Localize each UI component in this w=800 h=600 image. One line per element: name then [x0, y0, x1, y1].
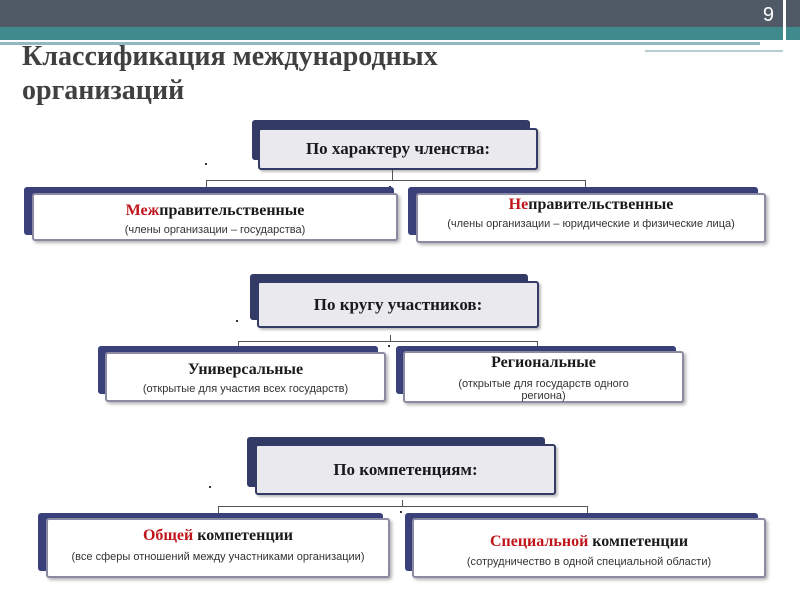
top-banner	[0, 0, 800, 27]
category-title: Общей компетенции	[142, 527, 294, 544]
top-teal-stripe	[0, 27, 800, 40]
divider-line	[0, 42, 760, 45]
dot	[388, 345, 390, 347]
connector	[238, 341, 538, 342]
category-special-competence: Специальной компетенции (сотрудничество …	[412, 518, 766, 578]
connector	[402, 500, 403, 506]
connector	[218, 506, 588, 507]
right-accent-line	[783, 0, 786, 60]
category-title: Неправительственные	[508, 196, 674, 213]
category-note: (сотрудничество в одной специальной обла…	[466, 556, 712, 568]
category-note: (открытые для государств одного региона)	[458, 378, 629, 402]
category-title: Межправительственные	[125, 202, 305, 219]
category-note: (члены организации – государства)	[124, 224, 306, 236]
connector	[537, 341, 538, 349]
category-intergovernmental: Межправительственные (члены организации …	[32, 193, 398, 241]
connector	[585, 180, 586, 190]
category-universal: Универсальные (открытые для участия всех…	[105, 352, 386, 402]
dot	[205, 163, 207, 165]
dot	[209, 486, 211, 488]
connector	[206, 180, 586, 181]
category-note: (открытые для участия всех государств)	[142, 383, 349, 395]
category-title: Специальной компетенции	[489, 533, 689, 550]
group-header-membership: По характеру членства:	[258, 128, 538, 170]
group-header-competence: По компетенциям:	[255, 444, 556, 495]
dot	[400, 511, 402, 513]
connector	[587, 506, 588, 514]
category-note: (все сферы отношений между участниками о…	[71, 551, 365, 563]
category-title: Универсальные	[187, 361, 304, 378]
connector	[218, 506, 219, 514]
group-header-participants: По кругу участников:	[257, 281, 539, 328]
title-line-1: Классификация международных	[22, 41, 438, 72]
slide-title: Классификация международных организаций	[22, 40, 622, 108]
title-line-2: организаций	[22, 75, 185, 106]
category-regional: Региональные (открытые для государств од…	[403, 351, 684, 403]
connector	[390, 335, 391, 341]
category-nongovernmental: Неправительственные (члены организации –…	[416, 193, 766, 243]
category-note: (члены организации – юридические и физич…	[447, 218, 735, 230]
connector	[238, 341, 239, 349]
connector	[206, 180, 207, 190]
category-title: Региональные	[491, 354, 596, 371]
category-general-competence: Общей компетенции (все сферы отношений м…	[46, 518, 390, 578]
divider-line-short	[645, 50, 785, 52]
dot	[236, 320, 238, 322]
connector	[392, 170, 393, 180]
page-number: 9	[762, 4, 774, 26]
